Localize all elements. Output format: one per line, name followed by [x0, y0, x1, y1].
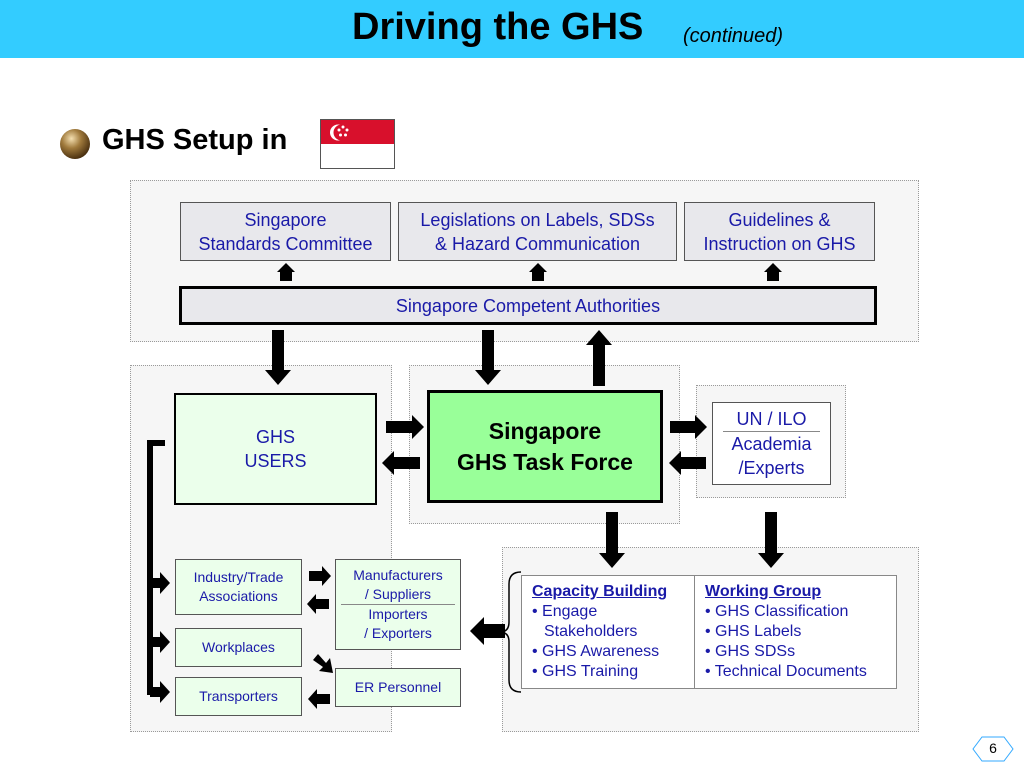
workplaces-box: Workplaces — [175, 628, 302, 667]
working-group-column: Working Group • GHS Classification • GHS… — [695, 576, 898, 688]
section-heading: GHS Setup in — [102, 124, 288, 156]
er-personnel-box: ER Personnel — [335, 668, 461, 707]
un-ilo-box: UN / ILO Academia /Experts — [712, 402, 831, 485]
legislations-box: Legislations on Labels, SDSs& Hazard Com… — [398, 202, 677, 261]
slide-subtitle: (continued) — [683, 25, 784, 47]
singapore-flag-icon — [320, 119, 395, 169]
list-item: • Technical Documents — [705, 663, 867, 680]
page-number-text: 6 — [989, 740, 997, 756]
left-arrow-icon — [470, 617, 505, 645]
capacity-table: Capacity Building • Engage Stakeholders … — [521, 575, 897, 689]
capacity-building-column: Capacity Building • Engage Stakeholders … — [522, 576, 695, 688]
title-bar — [0, 0, 1024, 58]
list-item: • GHS Classification — [705, 603, 849, 620]
page-number-frame — [972, 736, 1014, 762]
bullet-ball-icon — [60, 129, 90, 159]
transporters-box: Transporters — [175, 677, 302, 716]
capacity-building-title: Capacity Building — [532, 583, 668, 600]
list-item: • GHS Labels — [705, 623, 802, 640]
page-number: 6 — [972, 736, 1014, 762]
list-item: • GHS Training — [532, 663, 639, 680]
list-item: • Engage Stakeholders — [532, 603, 638, 640]
competent-authorities-box: Singapore Competent Authorities — [179, 286, 877, 325]
list-item: • GHS Awareness — [532, 643, 660, 660]
list-item: • GHS SDSs — [705, 643, 796, 660]
manufacturers-importers-box: Manufacturers / Suppliers Importers / Ex… — [335, 559, 461, 650]
slide-title: Driving the GHS — [352, 6, 644, 48]
guidelines-box: Guidelines &Instruction on GHS — [684, 202, 875, 261]
working-group-title: Working Group — [705, 583, 822, 600]
